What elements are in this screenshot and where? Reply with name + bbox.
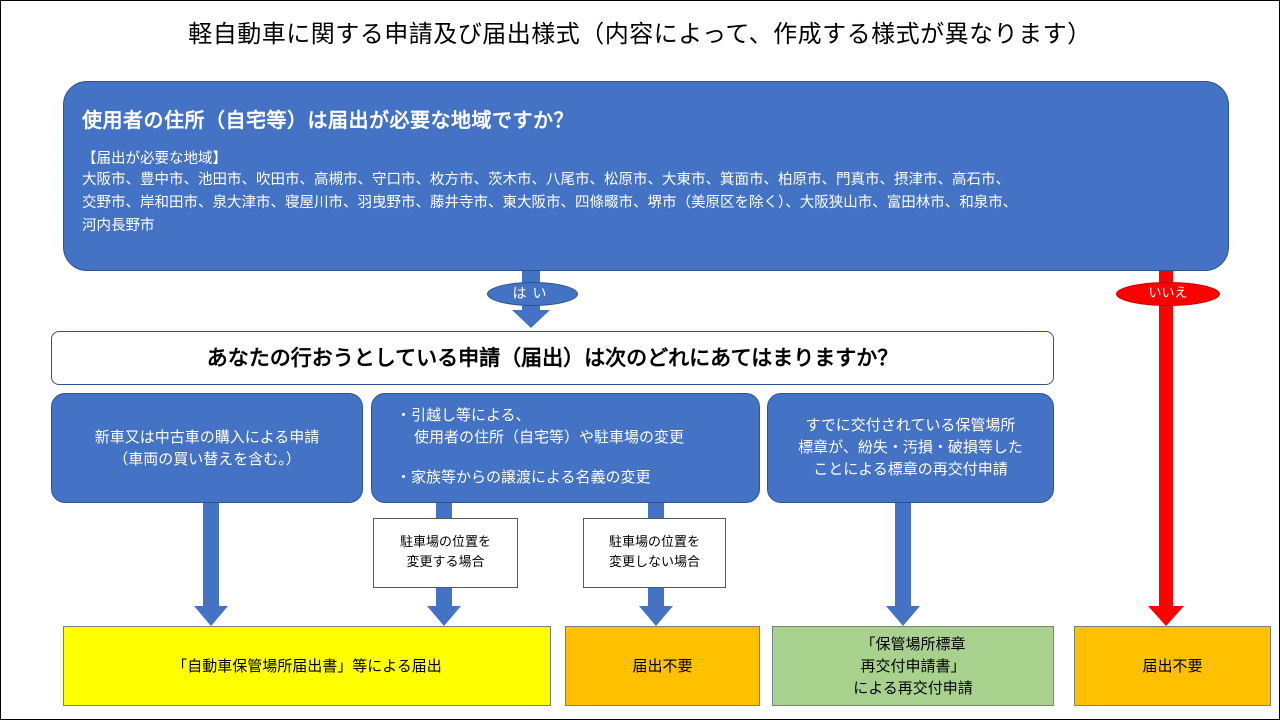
area-line: 大阪市、豊中市、池田市、吹田市、高槻市、守口市、枚方市、茨木市、八尾市、松原市、…: [82, 172, 1010, 188]
option3-arrow: [886, 503, 920, 626]
option-text: 標章が、紛失・汚損・破損等した: [798, 438, 1023, 456]
option-text: ・家族等からの譲渡による名義の変更: [396, 468, 651, 486]
question-residence-heading: 使用者の住所（自宅等）は届出が必要な地域ですか？: [82, 108, 574, 132]
result-text: 「自動車保管場所届出書」等による届出: [172, 657, 442, 675]
condition-text: 駐車場の位置を: [608, 535, 700, 550]
option-text: （車両の買い替えを含む。）: [113, 450, 301, 468]
result-parking-notification: 「自動車保管場所届出書」等による届出: [63, 626, 551, 706]
result-text: 届出不要: [632, 657, 693, 675]
option-address-change: ・引越し等による、 使用者の住所（自宅等）や駐車場の変更 ・家族等からの譲渡によ…: [371, 393, 760, 503]
result-sticker-reissue: 「保管場所標章 再交付申請書」 による再交付申請: [772, 626, 1054, 706]
option-text: ・引越し等による、: [396, 406, 531, 424]
condition-parking-change: 駐車場の位置を 変更する場合: [373, 518, 518, 588]
yes-badge: はい: [487, 282, 578, 306]
option-text: ことによる標章の再交付申請: [813, 460, 1008, 478]
area-line: 交野市、岸和田市、泉大津市、寝屋川市、羽曳野市、藤井寺市、東大阪市、四條畷市、堺…: [82, 195, 1018, 211]
result-text: 「保管場所標章: [860, 635, 966, 653]
result-not-required: 届出不要: [565, 626, 760, 706]
page-title: 軽自動車に関する申請及び届出様式（内容によって、作成する様式が異なります）: [188, 20, 1092, 48]
result-text: 届出不要: [1142, 657, 1203, 675]
question-residence-area: 使用者の住所（自宅等）は届出が必要な地域ですか？ 【届出が必要な地域】 大阪市、…: [63, 81, 1229, 271]
result-text: 再交付申請書」: [860, 657, 966, 675]
question-application-type: あなたの行おうとしている申請（届出）は次のどれにあてはまりますか？: [51, 331, 1054, 385]
required-area-list: 大阪市、豊中市、池田市、吹田市、高槻市、守口市、枚方市、茨木市、八尾市、松原市、…: [82, 169, 1210, 238]
condition-parking-no-change: 駐車場の位置を 変更しない場合: [583, 518, 726, 588]
option-new-purchase: 新車又は中古車の購入による申請 （車両の買い替えを含む。）: [51, 393, 363, 503]
condition-text: 変更する場合: [406, 555, 485, 570]
option-text: すでに交付されている保管場所: [805, 416, 1016, 434]
result-not-required-outside: 届出不要: [1074, 626, 1271, 706]
result-text: による再交付申請: [853, 679, 973, 697]
required-area-label: 【届出が必要な地域】: [82, 151, 227, 167]
option-text: 使用者の住所（自宅等）や駐車場の変更: [414, 428, 685, 446]
condition-text: 駐車場の位置を: [399, 535, 491, 550]
option1-arrow: [194, 503, 228, 626]
area-line: 河内長野市: [82, 218, 155, 234]
no-arrow: [1148, 270, 1184, 626]
condition-text: 変更しない場合: [608, 555, 700, 570]
no-badge: いいえ: [1116, 282, 1220, 306]
option-sticker-reissue: すでに交付されている保管場所 標章が、紛失・汚損・破損等した ことによる標章の再…: [767, 393, 1054, 503]
option-text: 新車又は中古車の購入による申請: [94, 428, 320, 446]
